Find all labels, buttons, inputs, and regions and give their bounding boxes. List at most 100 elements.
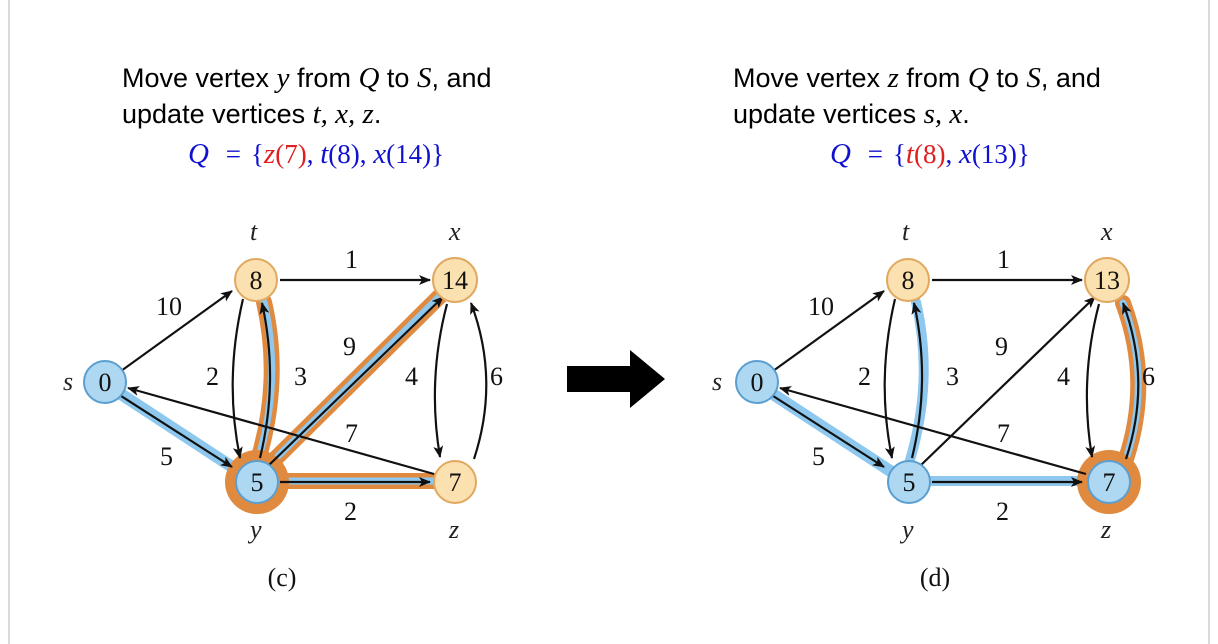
weight-d-zs: 7	[997, 419, 1010, 448]
caption-d-text: from	[898, 63, 968, 93]
caption-c-text: .	[373, 99, 382, 129]
caption-d-text: update vertices	[733, 99, 924, 129]
vertex-d-y	[887, 460, 931, 504]
vertex-d-t	[886, 258, 930, 302]
edge-c-xz	[433, 303, 449, 458]
graph-c-vertices: 0 8 14 5 7 s t x y z	[63, 217, 478, 544]
vertex-c-y-name: y	[247, 515, 262, 544]
edge-d-zs	[779, 386, 1087, 476]
weight-d-yx: 9	[995, 332, 1008, 361]
vertex-c-s-name: s	[63, 367, 73, 396]
vertex-c-y	[235, 460, 279, 504]
edge-c-zx	[469, 302, 488, 460]
edge-c-ty	[231, 298, 245, 459]
caption-c-text: update vertices	[122, 99, 313, 129]
vertex-c-t-value: 8	[250, 266, 263, 295]
queue-c-open: {	[250, 139, 264, 169]
edge-d-xz	[1085, 303, 1101, 458]
caption-c-text: from	[289, 63, 359, 93]
vertex-c-x-value: 14	[442, 266, 468, 295]
edge-d-sy	[769, 393, 885, 468]
weight-d-sy: 5	[812, 442, 825, 471]
subcaption-c: (c)	[268, 563, 297, 592]
caption-c-text: , and	[431, 63, 492, 93]
queue-d-close: }	[1016, 139, 1030, 169]
queue-c-sep: ,	[306, 139, 321, 169]
vertex-d-y-name: y	[899, 515, 914, 544]
queue-c-item-2: x(14)	[373, 138, 431, 170]
edge-c-zs	[127, 386, 435, 476]
edge-d-ty	[883, 298, 897, 459]
queue-item-value: (8)	[913, 139, 946, 169]
vertex-d-x-name: x	[1100, 217, 1113, 246]
weight-c-st: 10	[156, 292, 182, 321]
weight-d-xz: 4	[1057, 362, 1070, 391]
caption-d-vars: s, x	[923, 98, 963, 130]
graph-d-edges	[769, 275, 1140, 487]
weight-d-zx: 6	[1142, 362, 1155, 391]
queue-c-item-1: t(8)	[320, 138, 360, 170]
vertex-d-z	[1087, 460, 1131, 504]
edge-c-sy	[117, 393, 233, 468]
vertex-d-s	[735, 360, 779, 404]
caption-d-line1: Move vertex z from Q to S, and	[733, 60, 1203, 96]
caption-c-q: Q	[358, 62, 380, 94]
queue-d-eq: =	[867, 139, 883, 169]
weight-d-yz: 2	[996, 497, 1009, 526]
queue-d-item-0: t(8)	[905, 138, 946, 170]
queue-item-value: (8)	[328, 139, 360, 169]
weight-c-zs: 7	[345, 419, 358, 448]
vertex-c-t-name: t	[250, 217, 258, 246]
right-frame-border	[1208, 0, 1210, 644]
vertex-d-t-value: 8	[902, 266, 915, 295]
queue-item-name: z	[263, 138, 276, 170]
vertex-c-s-value: 0	[99, 368, 112, 397]
graph-d-vertices: 0 8 13 5 7 s t x y z	[712, 217, 1131, 544]
vertex-d-x	[1084, 257, 1130, 303]
caption-d-text: , and	[1040, 63, 1101, 93]
queue-d-sep: ,	[945, 139, 959, 169]
caption-d-s: S	[1026, 62, 1041, 94]
graph-c-weights: 10 5 1 2 3 9 4 6 7 2	[156, 245, 503, 526]
queue-item-name: t	[905, 138, 914, 170]
caption-c-text: Move vertex	[122, 63, 277, 93]
weight-d-yt: 3	[946, 362, 959, 391]
caption-d-text: to	[988, 63, 1027, 93]
caption-c: Move vertex y from Q to S, and update ve…	[122, 60, 602, 132]
queue-c-item-0: z(7)	[263, 138, 307, 170]
queue-c-eq: =	[225, 139, 241, 169]
caption-c-line2: update vertices t, x, z.	[122, 96, 602, 132]
edge-d-zx	[1121, 302, 1140, 460]
transition-arrow-icon	[567, 350, 665, 408]
queue-c-close: }	[431, 139, 445, 169]
vertex-d-z-value: 7	[1103, 468, 1116, 497]
vertex-d-z-name: z	[1100, 515, 1111, 544]
weight-c-yt: 3	[294, 362, 307, 391]
caption-d: Move vertex z from Q to S, and update ve…	[733, 60, 1203, 132]
vertex-c-s	[83, 360, 127, 404]
queue-item-name: x	[373, 138, 387, 170]
weight-c-sy: 5	[160, 442, 173, 471]
vertex-c-z-name: z	[448, 515, 459, 544]
vertex-c-z-value: 7	[449, 468, 462, 497]
caption-c-s: S	[416, 62, 432, 94]
queue-c-label: Q	[188, 138, 209, 170]
caption-d-text: .	[962, 99, 970, 129]
edge-c-st	[120, 290, 233, 372]
vertex-d-t-name: t	[902, 217, 910, 246]
caption-d-text: Move vertex	[733, 63, 888, 93]
vertex-c-x-name: x	[448, 217, 461, 246]
caption-c-line1: Move vertex y from Q to S, and	[122, 60, 602, 96]
weight-c-zx: 6	[490, 362, 503, 391]
vertex-d-s-name: s	[712, 367, 722, 396]
queue-d-item-1: x(13)	[959, 138, 1017, 170]
queue-d-open: {	[892, 139, 906, 169]
vertex-c-z	[433, 460, 477, 504]
queue-c: Q = {z(7), t(8), x(14)}	[188, 138, 444, 171]
vertex-d-x-value: 13	[1094, 266, 1120, 295]
queue-c-sep: ,	[359, 139, 374, 169]
vertex-c-t	[234, 258, 278, 302]
caption-c-var: y	[276, 62, 290, 94]
vertex-c-x	[432, 257, 478, 303]
caption-d-q: Q	[967, 62, 989, 94]
